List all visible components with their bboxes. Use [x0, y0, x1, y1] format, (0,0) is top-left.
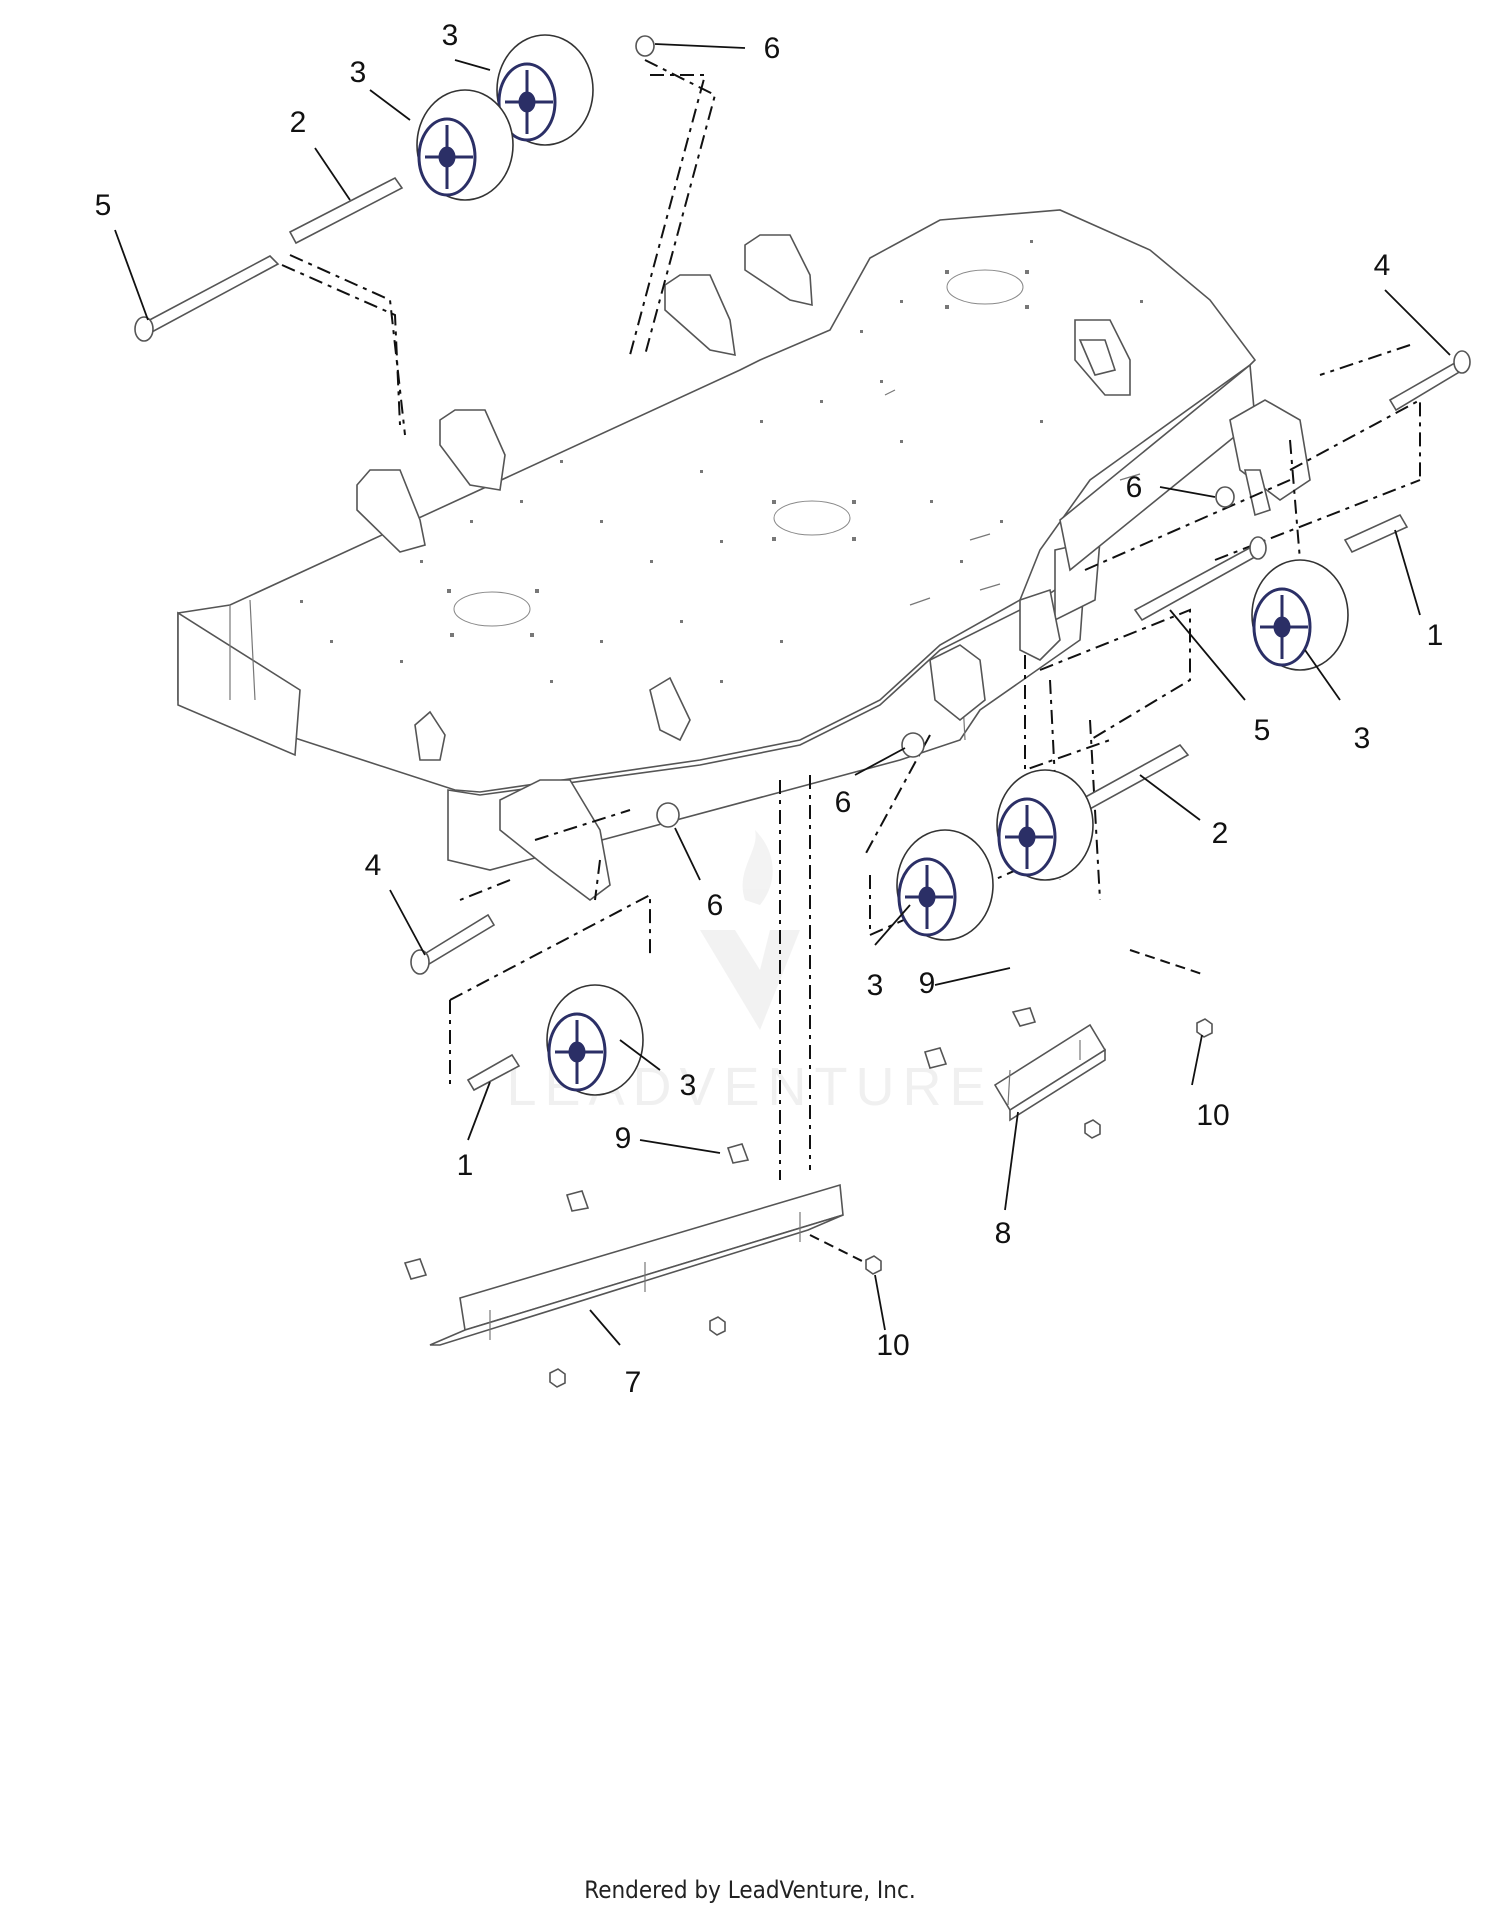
mower-deck [177, 209, 1311, 901]
callout-3: 3 [442, 19, 459, 52]
callout-3: 3 [680, 1069, 697, 1102]
axle-rods [134, 176, 1471, 1092]
callout-10: 10 [876, 1329, 909, 1362]
callout-1: 1 [457, 1149, 474, 1182]
callout-10: 10 [1196, 1099, 1229, 1132]
callout-7: 7 [625, 1366, 642, 1399]
anti-scalp-wheels [416, 34, 1349, 1096]
callout-5: 5 [1254, 714, 1271, 747]
callout-3: 3 [1354, 722, 1371, 755]
callout-9: 9 [919, 967, 936, 1000]
callout-3: 3 [867, 969, 884, 1002]
callout-8: 8 [995, 1217, 1012, 1250]
callout-5: 5 [95, 189, 112, 222]
skid-plates [429, 1023, 1107, 1346]
callout-1: 1 [1427, 619, 1444, 652]
callout-labels: 1 1 2 2 3 3 3 3 3 4 4 5 5 6 6 6 6 7 8 9 … [95, 19, 1444, 1399]
bushings [635, 35, 1235, 828]
rendered-by-footer: Rendered by LeadVenture, Inc. [584, 1876, 916, 1904]
leader-lines [114, 43, 1451, 1346]
callout-6: 6 [1126, 471, 1143, 504]
callout-4: 4 [1374, 249, 1391, 282]
callout-6: 6 [707, 889, 724, 922]
callout-4: 4 [365, 849, 382, 882]
hardware [403, 1007, 1213, 1388]
callout-3: 3 [350, 56, 367, 89]
callout-6: 6 [764, 32, 781, 65]
callout-9: 9 [615, 1122, 632, 1155]
callout-2: 2 [1212, 817, 1229, 850]
callout-2: 2 [290, 106, 307, 139]
callout-6: 6 [835, 786, 852, 819]
